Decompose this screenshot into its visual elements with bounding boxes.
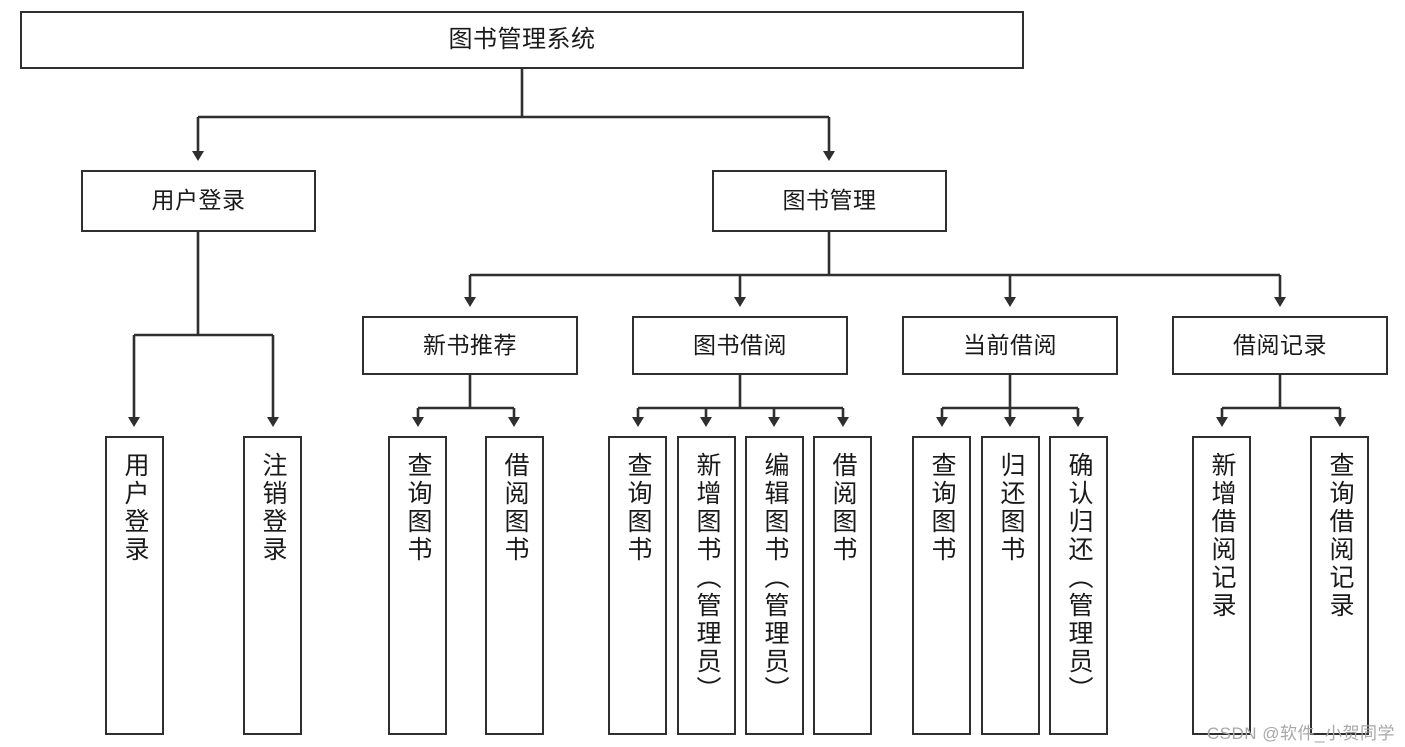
- node-label: 查询图书: [404, 452, 432, 564]
- node-leaf-query-book-current[interactable]: 查询图书: [912, 436, 971, 735]
- node-label: 新书推荐: [423, 331, 517, 358]
- node-label: 图书管理系统: [448, 25, 596, 53]
- node-borrow-record[interactable]: 借阅记录: [1172, 316, 1388, 375]
- node-leaf-query-book-borrow[interactable]: 查询图书: [608, 436, 667, 735]
- node-leaf-add-book-admin[interactable]: 新增图书（管理员）: [677, 436, 736, 735]
- node-leaf-edit-book-admin[interactable]: 编辑图书（管理员）: [745, 436, 804, 735]
- node-label: 当前借阅: [963, 331, 1057, 358]
- node-leaf-user-login[interactable]: 用户登录: [105, 436, 164, 735]
- node-label: 归还图书: [997, 452, 1025, 564]
- node-label: 确认归还（管理员）: [1065, 452, 1093, 704]
- node-label: 查询图书: [624, 452, 652, 564]
- node-label: 图书借阅: [693, 331, 787, 358]
- node-leaf-add-borrow-record[interactable]: 新增借阅记录: [1192, 436, 1251, 735]
- node-label: 图书管理: [782, 187, 877, 214]
- node-root-book-management-system[interactable]: 图书管理系统: [20, 11, 1024, 69]
- node-leaf-confirm-return-admin[interactable]: 确认归还（管理员）: [1049, 436, 1108, 735]
- node-label: 借阅图书: [501, 452, 529, 564]
- watermark-text: CSDN @软件_小贺同学: [1206, 724, 1395, 743]
- node-label: 新增借阅记录: [1208, 452, 1236, 620]
- node-label: 借阅图书: [829, 452, 857, 564]
- node-label: 新增图书（管理员）: [693, 452, 721, 704]
- node-label: 用户登录: [151, 187, 246, 214]
- node-label: 查询图书: [928, 452, 956, 564]
- node-user-login[interactable]: 用户登录: [81, 170, 316, 232]
- node-current-borrow[interactable]: 当前借阅: [902, 316, 1118, 375]
- node-leaf-borrow-book-recommend[interactable]: 借阅图书: [485, 436, 544, 735]
- node-book-management[interactable]: 图书管理: [712, 170, 947, 232]
- node-new-book-recommend[interactable]: 新书推荐: [362, 316, 578, 375]
- node-label: 编辑图书（管理员）: [761, 452, 789, 704]
- node-label: 查询借阅记录: [1326, 452, 1354, 620]
- node-leaf-query-borrow-record[interactable]: 查询借阅记录: [1310, 436, 1369, 735]
- node-book-borrow[interactable]: 图书借阅: [632, 316, 848, 375]
- node-leaf-query-book-recommend[interactable]: 查询图书: [388, 436, 447, 735]
- node-label: 注销登录: [259, 452, 287, 564]
- node-label: 借阅记录: [1233, 331, 1327, 358]
- node-leaf-logout[interactable]: 注销登录: [243, 436, 302, 735]
- node-label: 用户登录: [121, 452, 149, 564]
- node-leaf-borrow-book[interactable]: 借阅图书: [813, 436, 872, 735]
- node-leaf-return-book[interactable]: 归还图书: [981, 436, 1040, 735]
